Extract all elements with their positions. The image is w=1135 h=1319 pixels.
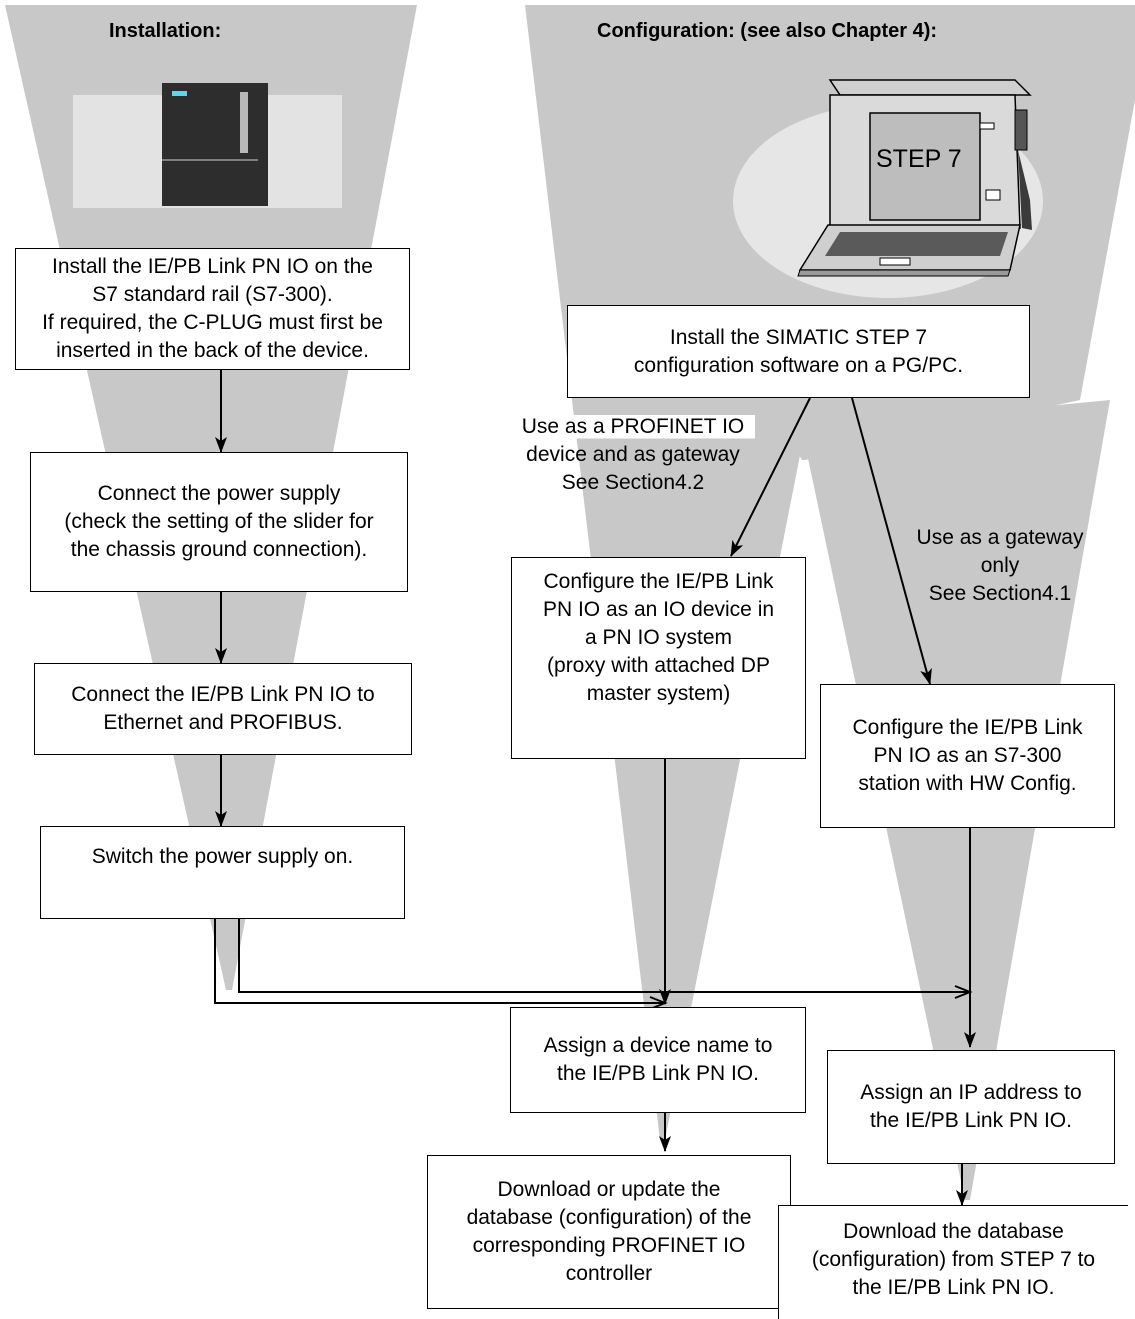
switch-on-text: Switch the power supply on.: [91, 845, 354, 868]
install-step7-box: Install the SIMATIC STEP 7 configuration…: [567, 305, 1030, 398]
profinet-gateway-note: Use as a PROFINET IO device and as gatew…: [521, 415, 745, 494]
install-device-text: Install the IE/PB Link PN IO on the S7 s…: [42, 255, 383, 362]
install-step7-text: Install the SIMATIC STEP 7 configuration…: [633, 325, 964, 377]
download-step7-box: Download the database (configuration) fr…: [778, 1205, 1128, 1319]
assign-device-name-text: Assign a device name to the IE/PB Link P…: [543, 1034, 773, 1085]
pg-pc-step7-image: [733, 79, 1043, 298]
assign-device-name-box: Assign a device name to the IE/PB Link P…: [510, 1007, 806, 1113]
ie-pb-link-module-image: [73, 83, 342, 208]
assign-ip-box: Assign an IP address to the IE/PB Link P…: [827, 1050, 1115, 1164]
connect-power-text: Connect the power supply (check the sett…: [64, 482, 374, 561]
download-step7-text: Download the database (configuration) fr…: [811, 1220, 1096, 1299]
assign-ip-text: Assign an IP address to the IE/PB Link P…: [860, 1081, 1082, 1132]
connect-networks-box: Connect the IE/PB Link PN IO to Ethernet…: [34, 663, 412, 755]
connect-power-box: Connect the power supply (check the sett…: [30, 452, 408, 592]
configure-s7-station-text: Configure the IE/PB Link PN IO as an S7-…: [852, 716, 1083, 795]
download-controller-text: Download or update the database (configu…: [466, 1178, 752, 1285]
gateway-only-note: Use as a gateway only See Section4.1: [916, 526, 1084, 605]
switch-on-box: Switch the power supply on.: [40, 826, 405, 919]
configure-io-device-box: Configure the IE/PB Link PN IO as an IO …: [511, 557, 806, 759]
configure-io-device-text: Configure the IE/PB Link PN IO as an IO …: [542, 570, 775, 705]
installation-header: Installation:: [109, 20, 222, 42]
pg-screen-label: STEP 7: [876, 145, 962, 173]
download-controller-box: Download or update the database (configu…: [427, 1155, 791, 1309]
configuration-header: Configuration: (see also Chapter 4):: [597, 20, 938, 42]
connect-networks-text: Connect the IE/PB Link PN IO to Ethernet…: [71, 683, 375, 734]
configure-s7-station-box: Configure the IE/PB Link PN IO as an S7-…: [820, 684, 1115, 828]
install-device-box: Install the IE/PB Link PN IO on the S7 s…: [15, 248, 410, 370]
